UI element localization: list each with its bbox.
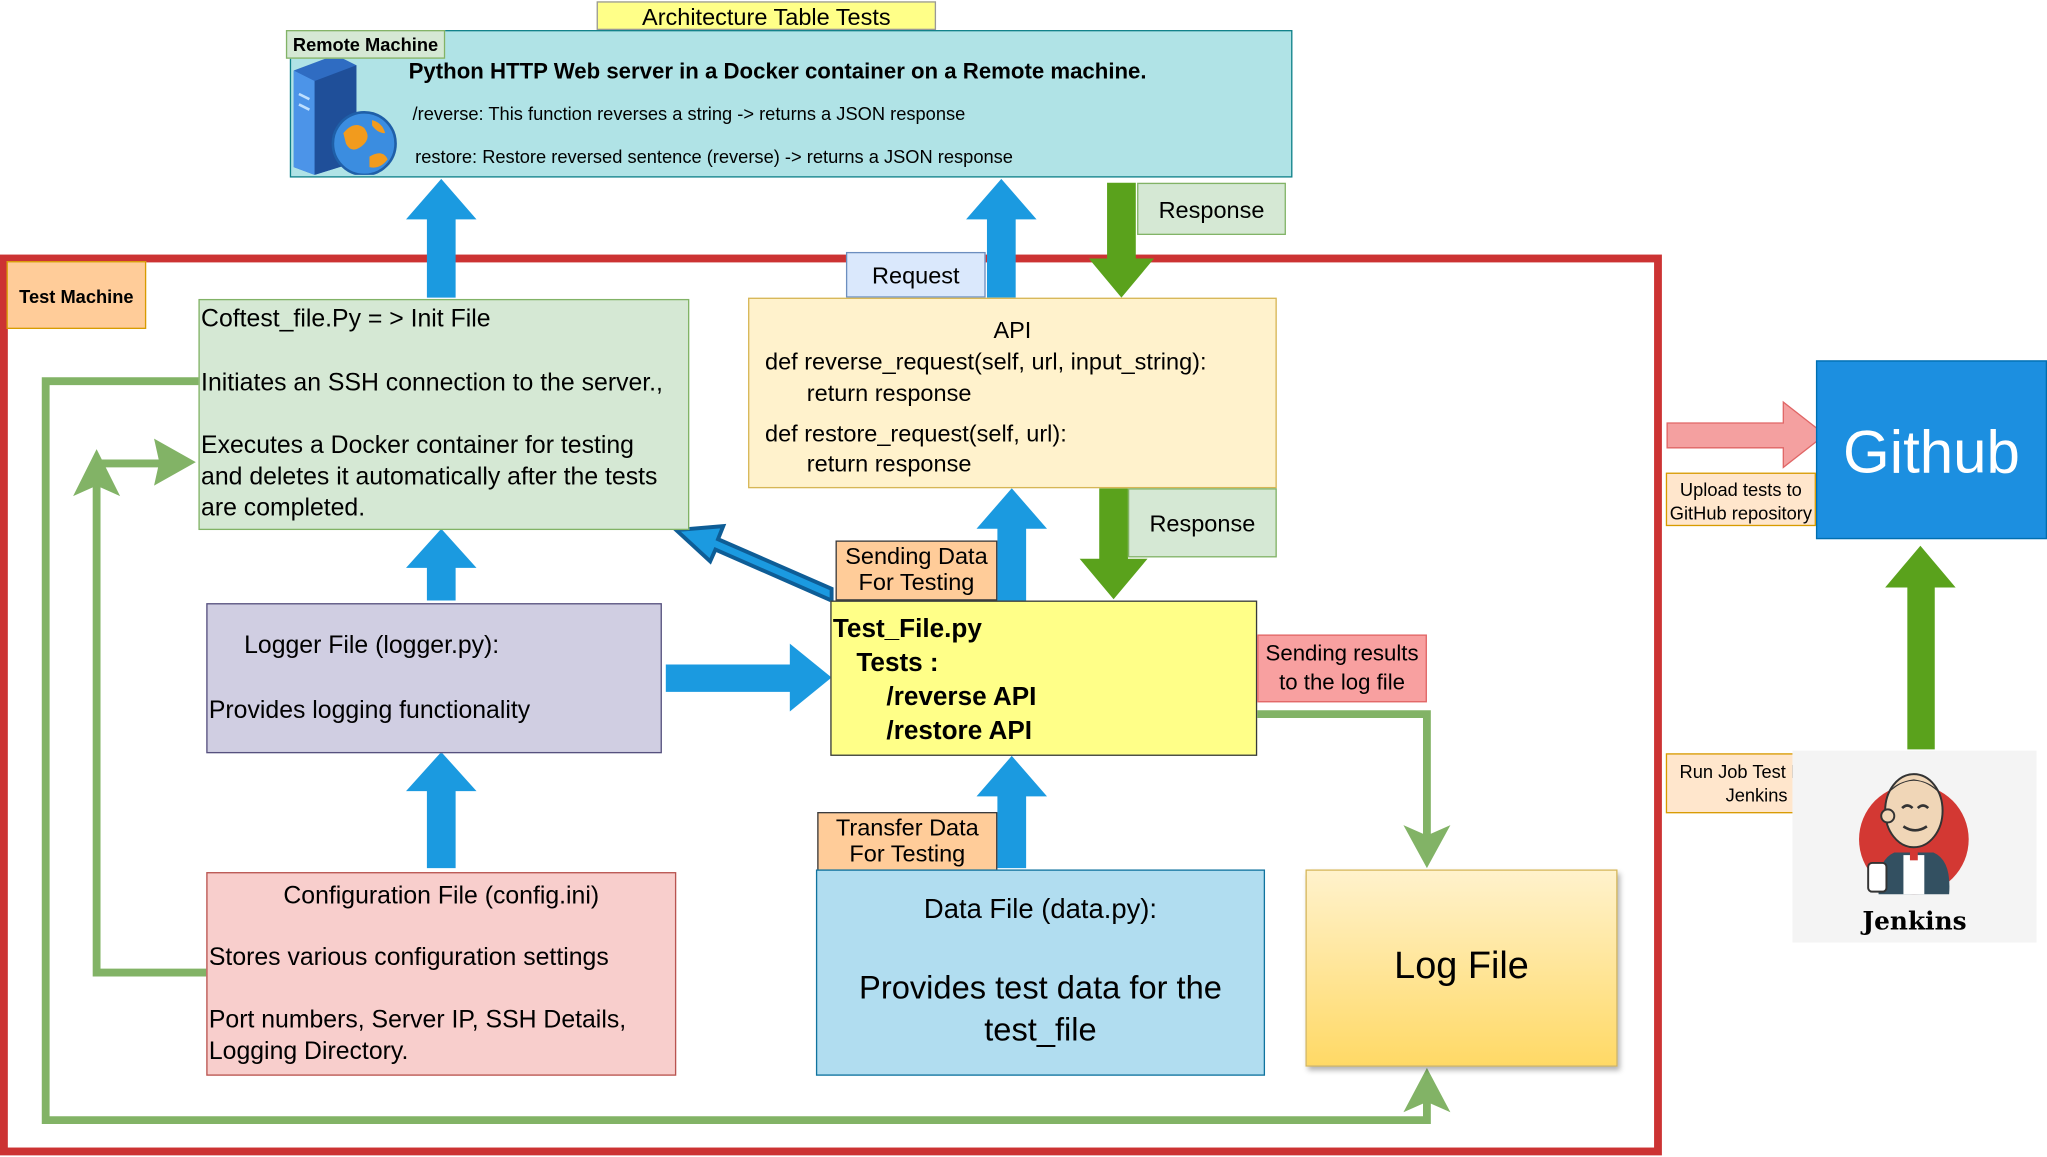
github-box: Github	[1815, 360, 2047, 540]
sending-results-line1: Sending results	[1265, 641, 1419, 666]
test-machine-tag: Test Machine	[6, 261, 147, 329]
jenkins-title: Jenkins	[1862, 907, 1967, 937]
jenkins-box: Jenkins	[1792, 750, 2037, 943]
config-title: Configuration File (config.ini)	[283, 882, 600, 910]
logger-line: Provides logging functionality	[208, 697, 531, 725]
upload-line1: Upload tests to	[1679, 479, 1802, 501]
green-up-arrow	[1885, 545, 1956, 750]
red-right-arrow	[1666, 400, 1827, 469]
remote-machine-tag: Remote Machine	[285, 30, 446, 59]
testfile-to-logfile-line	[1257, 710, 1431, 849]
api-reverse-def: def reverse_request(self, url, input_str…	[765, 348, 1207, 375]
api-reverse-return: return response	[806, 379, 972, 407]
sending-results-line2: to the log file	[1279, 669, 1405, 695]
logger-box: Logger File (logger.py): Provides loggin…	[206, 603, 662, 754]
config-line-ports: Port numbers, Server IP, SSH Details,	[208, 1006, 627, 1034]
transfer-data-label: Transfer Data For Testing	[817, 812, 998, 871]
remote-machine-box: Python HTTP Web server in a Docker conta…	[289, 30, 1293, 178]
run-job-line2: Jenkins	[1725, 784, 1788, 806]
config-line-settings: Stores various configuration settings	[208, 943, 609, 972]
remote-heading: Python HTTP Web server in a Docker conta…	[408, 58, 1147, 84]
sending-data-line1: Sending Data	[845, 543, 988, 570]
remote-line-restore: restore: Restore reversed sentence (reve…	[415, 146, 1013, 168]
arrowhead	[1403, 825, 1451, 869]
data-file-title: Data File (data.py):	[923, 894, 1158, 925]
upload-line2: GitHub repository	[1669, 502, 1812, 524]
sending-data-label: Sending Data For Testing	[835, 540, 998, 601]
transfer-data-line2: For Testing	[849, 840, 966, 868]
config-to-conftest-line	[92, 459, 207, 977]
remote-line-reverse: /reverse: This function reverses a strin…	[412, 103, 966, 125]
response-top-label: Response	[1137, 182, 1286, 235]
conftest-line-ssh: Initiates an SSH connection to the serve…	[201, 369, 663, 397]
test-file-reverse: /reverse API	[886, 682, 1037, 712]
jenkins-butler-icon	[1855, 758, 1972, 904]
diagram-title: Architecture Table Tests	[596, 1, 937, 31]
upload-label: Upload tests to GitHub repository	[1665, 472, 1816, 527]
blue-up-arrow	[966, 178, 1037, 298]
server-globe-icon	[291, 52, 401, 177]
config-box: Configuration File (config.ini) Stores v…	[206, 872, 677, 1076]
test-file-restore: /restore API	[886, 716, 1033, 746]
blue-up-arrow	[406, 528, 477, 601]
blue-diagonal-arrow	[671, 523, 834, 604]
github-title: Github	[1843, 417, 2020, 486]
api-title: API	[993, 317, 1032, 344]
conftest-line-docker: Executes a Docker container for testing	[201, 432, 634, 460]
green-down-arrow	[1079, 488, 1148, 600]
response-mid-label: Response	[1127, 488, 1277, 558]
test-file-title: Test_File.py	[832, 614, 982, 644]
data-file-line2: test_file	[984, 1011, 1097, 1049]
logger-title: Logger File (logger.py):	[244, 631, 500, 660]
data-file-line1: Provides test data for the	[859, 969, 1222, 1007]
conftest-line-delete: and deletes it automatically after the t…	[201, 463, 658, 491]
blue-up-arrow	[976, 488, 1048, 601]
api-box: API def reverse_request(self, url, input…	[748, 297, 1277, 489]
sending-results-label: Sending results to the log file	[1257, 634, 1427, 703]
blue-up-arrow	[406, 751, 477, 869]
transfer-data-line1: Transfer Data	[835, 814, 979, 841]
conftest-to-logfile-line	[41, 377, 1431, 1125]
arrowhead	[154, 438, 196, 486]
config-line-logging: Logging Directory.	[208, 1037, 409, 1066]
api-restore-return: return response	[806, 450, 972, 477]
conftest-title: Coftest_file.Py = > Init File	[201, 305, 491, 333]
blue-up-arrow	[406, 178, 477, 298]
sending-data-line2: For Testing	[858, 569, 975, 596]
blue-up-arrow	[976, 755, 1048, 869]
test-file-tests: Tests :	[856, 648, 939, 678]
test-file-box: Test_File.py Tests : /reverse API /resto…	[830, 600, 1258, 756]
log-file-box: Log File	[1305, 869, 1618, 1067]
green-down-arrow	[1088, 182, 1155, 298]
conftest-line-complete: are completed.	[201, 494, 366, 523]
test-machine-boundary	[0, 254, 1662, 1156]
data-file-box: Data File (data.py): Provides test data …	[815, 869, 1266, 1076]
conftest-box: Coftest_file.Py = > Init File Initiates …	[198, 298, 690, 531]
arrowhead	[1403, 1067, 1451, 1113]
log-file-title: Log File	[1394, 945, 1529, 987]
blue-right-arrow	[665, 643, 832, 712]
request-label: Request	[845, 251, 986, 298]
arrowhead	[73, 449, 121, 497]
api-restore-def: def restore_request(self, url):	[765, 420, 1067, 447]
